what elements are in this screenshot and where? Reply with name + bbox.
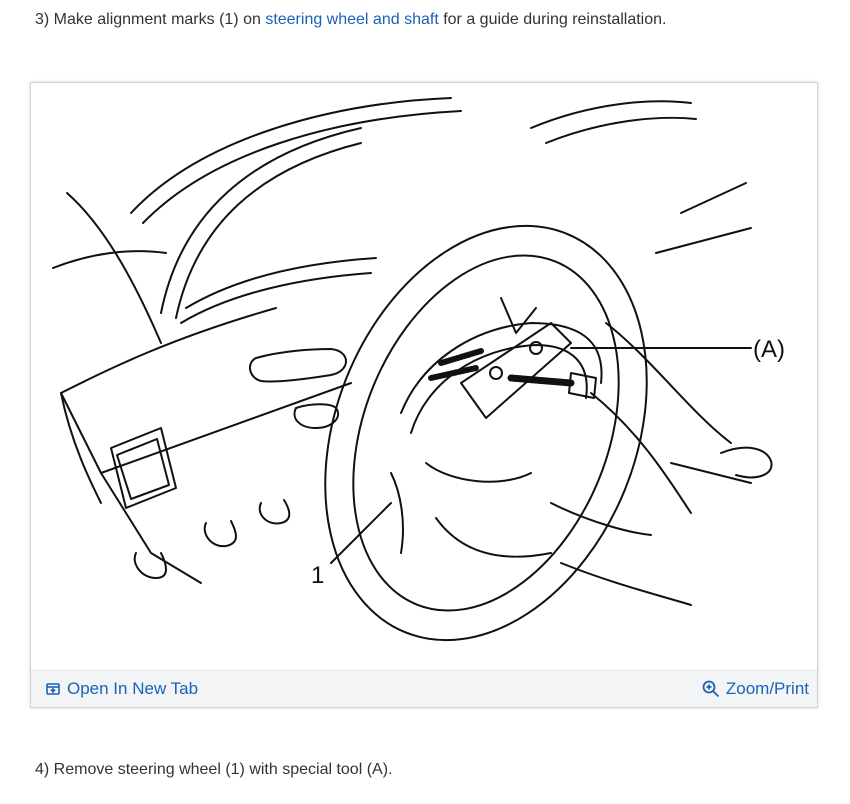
open-in-new-tab-label: Open In New Tab xyxy=(67,679,199,698)
zoom-magnifier-icon xyxy=(702,680,719,698)
step-3-text-before: 3) Make alignment marks (1) on xyxy=(35,11,266,28)
step-3-instruction: 3) Make alignment marks (1) on steering … xyxy=(35,10,666,30)
callout-a-label: (A) xyxy=(753,336,785,363)
zoom-print-button[interactable]: Zoom/Print xyxy=(702,671,809,707)
callout-1-label: 1 xyxy=(311,562,324,589)
step-3-text-after: for a guide during reinstallation. xyxy=(438,11,667,28)
figure-container: (A) 1 Open In New Tab Zoom/Print xyxy=(30,82,818,708)
step-4-instruction: 4) Remove steering wheel (1) with specia… xyxy=(35,761,393,778)
steering-wheel-illustration: (A) 1 xyxy=(52,97,785,642)
zoom-print-label: Zoom/Print xyxy=(725,679,809,698)
open-in-new-tab-icon xyxy=(46,683,60,695)
steering-wheel-and-shaft-link[interactable]: steering wheel and shaft xyxy=(265,11,439,28)
figure-toolbar: Open In New Tab Zoom/Print xyxy=(31,670,817,707)
open-in-new-tab-button[interactable]: Open In New Tab xyxy=(45,671,198,707)
